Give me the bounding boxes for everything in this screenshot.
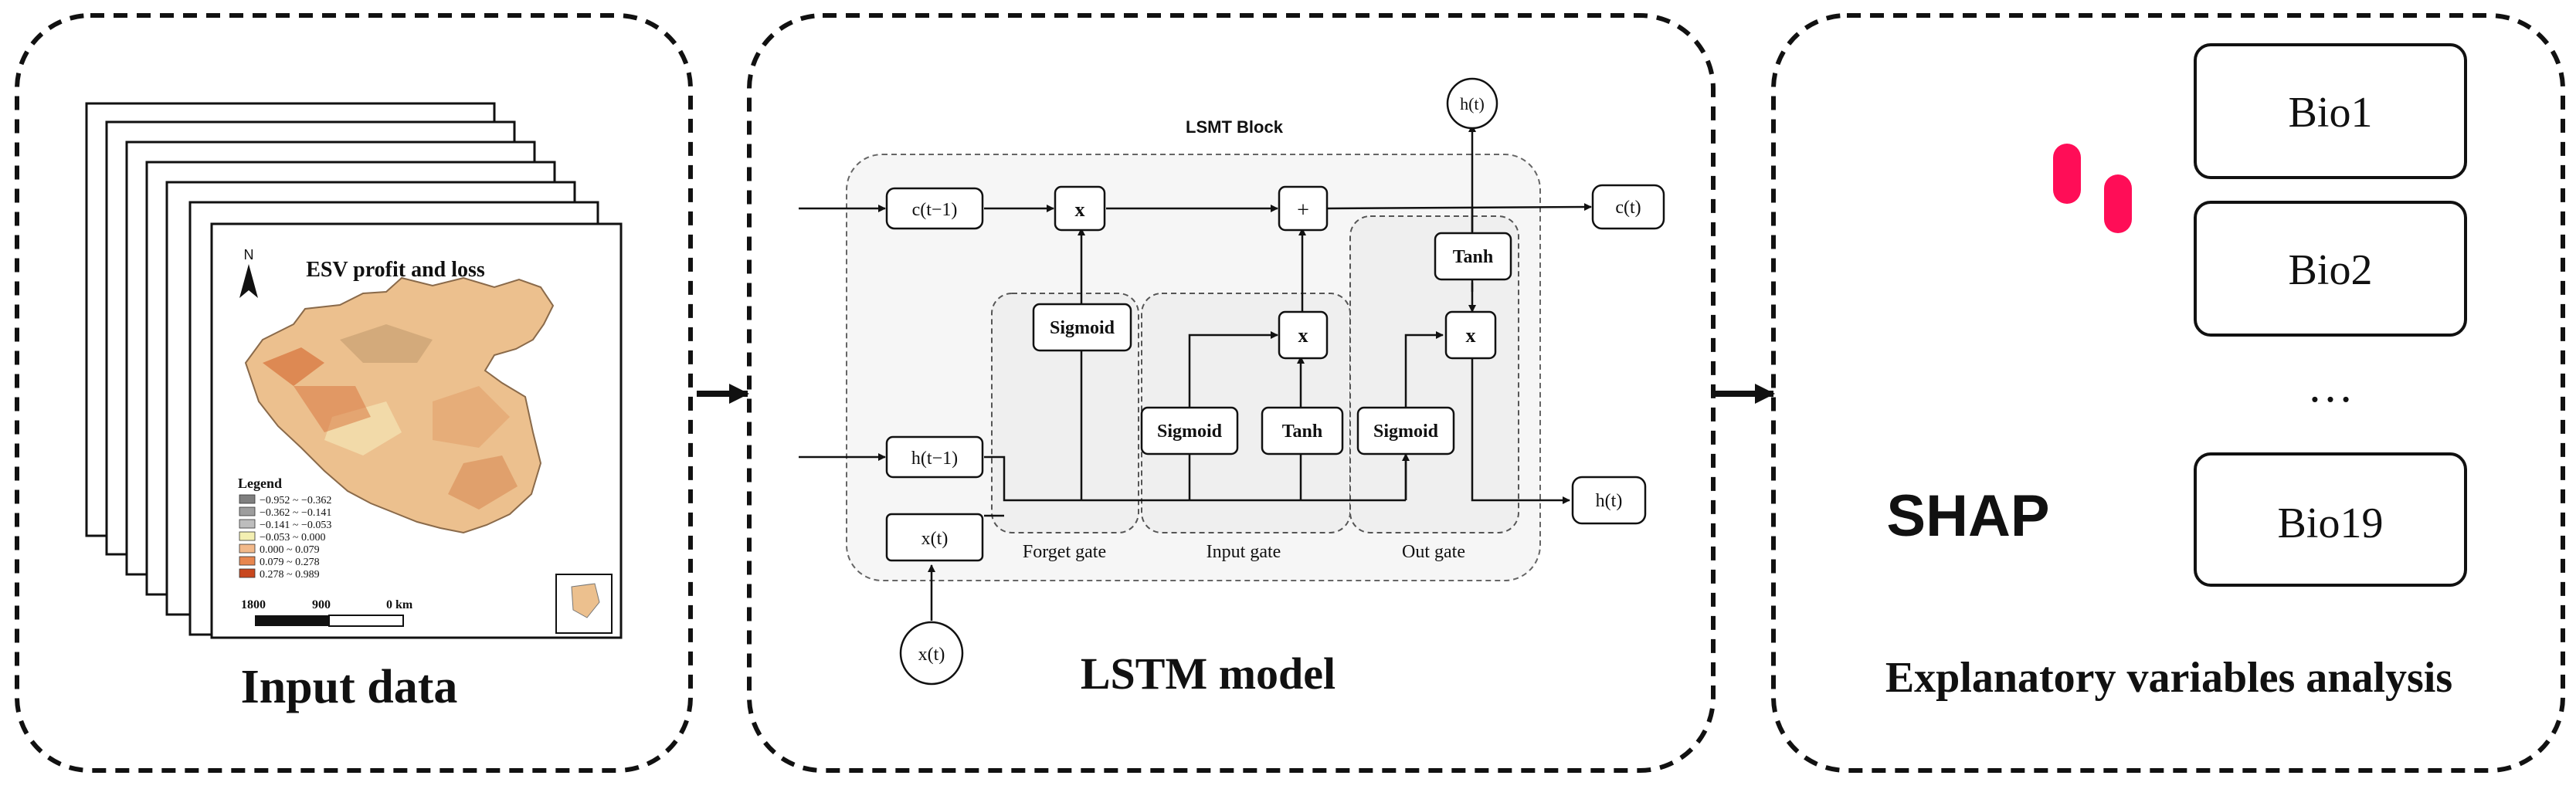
c-out-label: c(t) — [1615, 198, 1641, 218]
variable-box-bio19 — [2194, 452, 2467, 587]
mult1-label: x — [1075, 198, 1085, 221]
mult1-box — [1054, 185, 1106, 232]
h-out-box — [1571, 476, 1647, 525]
mult3-label: x — [1466, 324, 1476, 347]
h-top-label: h(t) — [1460, 94, 1485, 113]
sigmoid-out-box — [1356, 406, 1455, 455]
forget-gate-region — [991, 293, 1139, 533]
h-out-label: h(t) — [1596, 491, 1623, 511]
c-out-box — [1591, 184, 1665, 230]
legend-item: 0.278 ~ 0.989 — [260, 569, 320, 581]
shap-logo-icon — [1849, 124, 2132, 418]
x-in-label: x(t) — [921, 529, 949, 549]
mult3-box — [1444, 310, 1497, 360]
variable-label: Bio2 — [2289, 246, 2373, 294]
tanh-out-box — [1434, 232, 1512, 281]
tanh-out-label: Tanh — [1453, 247, 1494, 267]
variable-list: Bio1 Bio2 … Bio19 — [2194, 43, 2467, 587]
svg-text:0 km: 0 km — [386, 598, 413, 611]
svg-text:900: 900 — [312, 598, 331, 611]
legend-item: 0.079 ~ 0.278 — [260, 557, 320, 568]
x-in-box — [885, 513, 984, 562]
scale-bar: 1800 900 0 km — [241, 598, 413, 627]
forget-gate-label: Forget gate — [1023, 542, 1106, 562]
x-circle-label: x(t) — [918, 645, 945, 665]
input-data-title: Input data — [241, 661, 458, 713]
h-prev-label: h(t−1) — [911, 449, 958, 469]
x-circle — [899, 621, 964, 686]
tanh-input-label: Tanh — [1282, 422, 1323, 442]
sigmoid-forget-box — [1032, 303, 1132, 352]
h-prev-box — [885, 435, 984, 479]
variable-label: Bio19 — [2278, 499, 2384, 547]
lstm-model-title: LSTM model — [1081, 648, 1336, 699]
sigmoid-input-label: Sigmoid — [1157, 422, 1223, 442]
out-gate-label: Out gate — [1402, 542, 1465, 562]
north-arrow-label: N — [244, 247, 254, 262]
legend-title: Legend — [238, 476, 282, 491]
north-arrow-icon — [239, 264, 258, 298]
c-prev-box — [885, 187, 984, 230]
input-gate-label: Input gate — [1207, 542, 1281, 562]
tanh-input-box — [1261, 406, 1344, 455]
variable-ellipsis: … — [2307, 361, 2354, 411]
sigmoid-forget-label: Sigmoid — [1050, 318, 1115, 338]
variable-box-bio2 — [2194, 201, 2467, 337]
legend-item: −0.952 ~ −0.362 — [260, 495, 331, 506]
add-box — [1278, 185, 1329, 232]
esv-map: N ESV profit and loss Legend −0.952 ~ −0… — [238, 247, 613, 634]
legend-item: 0.000 ~ 0.079 — [260, 544, 320, 556]
h-top-circle — [1446, 77, 1498, 130]
legend-item: −0.053 ~ 0.000 — [260, 532, 325, 543]
input-data-panel: N ESV profit and loss Legend −0.952 ~ −0… — [15, 13, 693, 773]
variable-label: Bio1 — [2289, 89, 2373, 137]
legend: −0.952 ~ −0.362 −0.362 ~ −0.141 −0.141 ~… — [239, 494, 331, 581]
mult2-label: x — [1298, 324, 1308, 347]
sigmoid-input-box — [1140, 406, 1239, 455]
explanatory-title: Explanatory variables analysis — [1885, 654, 2452, 702]
svg-text:1800: 1800 — [241, 598, 266, 611]
map-title: ESV profit and loss — [306, 258, 485, 282]
legend-item: −0.141 ~ −0.053 — [260, 520, 331, 531]
variable-box-bio1 — [2194, 43, 2467, 179]
mult2-box — [1278, 310, 1329, 360]
add-label: + — [1297, 198, 1309, 222]
lstm-panel: LSMT Block — [747, 13, 1716, 773]
sigmoid-out-label: Sigmoid — [1373, 422, 1439, 442]
lstm-block-label: LSMT Block — [1186, 117, 1284, 137]
legend-item: −0.362 ~ −0.141 — [260, 507, 331, 519]
c-prev-label: c(t−1) — [912, 200, 958, 220]
shap-logo-text: SHAP — [1886, 483, 2049, 549]
shap-panel: SHAP Bio1 Bio2 … Bio19 Explanatory varia… — [1771, 13, 2565, 773]
